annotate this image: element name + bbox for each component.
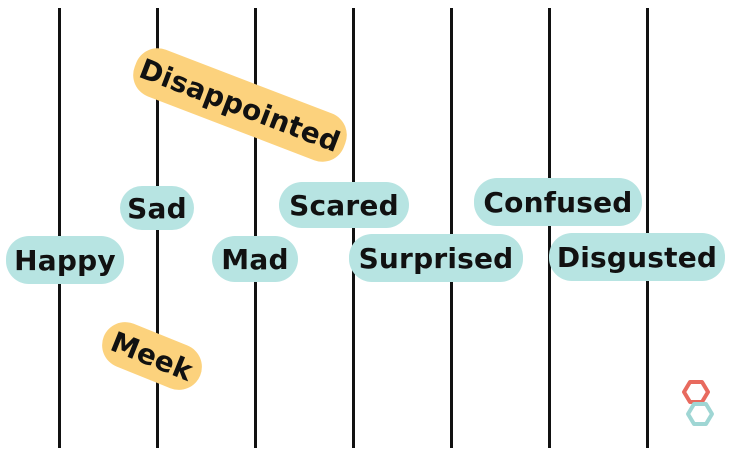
label-happy: Happy (6, 236, 124, 284)
vertical-line-6 (548, 8, 551, 448)
vertical-line-1 (58, 8, 61, 448)
label-disappointed: Disappointed (126, 41, 354, 169)
vertical-line-7 (646, 8, 649, 448)
label-mad: Mad (212, 236, 298, 282)
label-confused: Confused (474, 178, 642, 226)
vertical-line-3 (254, 8, 257, 448)
label-surprised: Surprised (349, 234, 523, 282)
vertical-line-4 (352, 8, 355, 448)
label-meek: Meek (95, 315, 209, 397)
vertical-line-5 (450, 8, 453, 448)
label-disgusted: Disgusted (549, 233, 725, 281)
interlocking-hexagons-icon (682, 380, 714, 426)
label-sad: Sad (120, 186, 194, 230)
label-scared: Scared (279, 182, 409, 228)
